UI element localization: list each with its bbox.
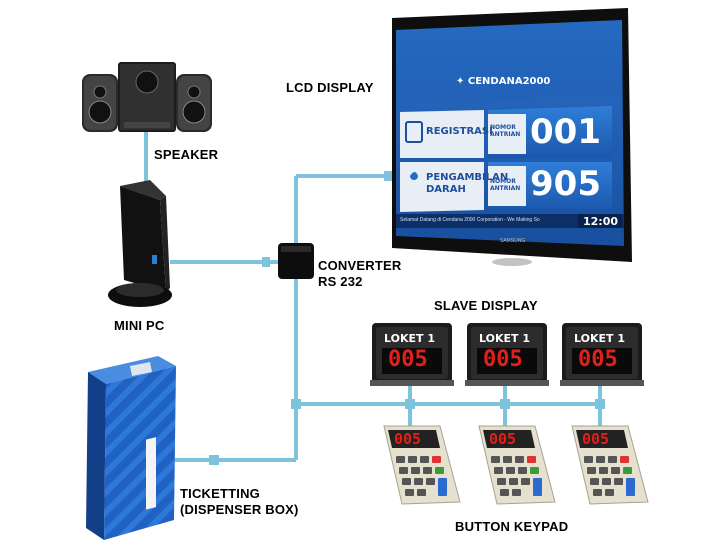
slave-display-3-title: LOKET 1 <box>574 332 625 345</box>
label-mini-pc: MINI PC <box>114 318 165 333</box>
converter-icon <box>278 243 314 279</box>
keypad-3-number: 005 <box>582 430 610 448</box>
lcd-clock: 12:00 <box>583 215 619 228</box>
label-speaker: SPEAKER <box>154 147 219 162</box>
dispenser-box-icon <box>86 356 176 540</box>
speaker-icon <box>82 62 212 132</box>
label-slave-display: SLAVE DISPLAY <box>434 298 538 313</box>
keypad-2-number: 005 <box>489 430 517 448</box>
lcd-row-2-queue-label: NOMOR ANTRIAN <box>490 178 521 192</box>
label-lcd-display: LCD DISPLAY <box>286 80 374 95</box>
label-converter: CONVERTER RS 232 <box>318 258 402 289</box>
lcd-brand-logo: ✦ CENDANA2000 <box>456 76 551 87</box>
sparkle-icon: ✦ <box>456 76 465 87</box>
lcd-tv-icon <box>392 8 632 266</box>
keypad-1-number: 005 <box>394 430 422 448</box>
slave-display-2-title: LOKET 1 <box>479 332 530 345</box>
lcd-ticker: Selamat Datang di Cendana 2000 Corporati… <box>400 217 540 223</box>
lcd-row-2-number: 905 <box>530 164 601 204</box>
connector-lines <box>144 126 602 462</box>
keypad-icons <box>383 425 649 505</box>
slave-display-2-number: 005 <box>483 347 523 372</box>
slave-display-1-number: 005 <box>388 347 428 372</box>
lcd-row-1-number: 001 <box>530 112 601 152</box>
lcd-row-1-service: REGISTRASI <box>426 126 493 137</box>
slave-display-icons <box>370 323 644 386</box>
label-button-keypad: BUTTON KEYPAD <box>455 519 569 534</box>
tv-brand: SAMSUNG <box>500 238 526 244</box>
lcd-row-1-queue-label: NOMOR ANTRIAN <box>490 124 521 138</box>
label-ticketing: TICKETTING (DISPENSER BOX) <box>180 486 299 517</box>
slave-display-3-number: 005 <box>578 347 618 372</box>
slave-display-1-title: LOKET 1 <box>384 332 435 345</box>
mini-pc-icon <box>108 180 172 307</box>
lcd-row-2-service: PENGAMBILAN DARAH <box>426 172 509 195</box>
